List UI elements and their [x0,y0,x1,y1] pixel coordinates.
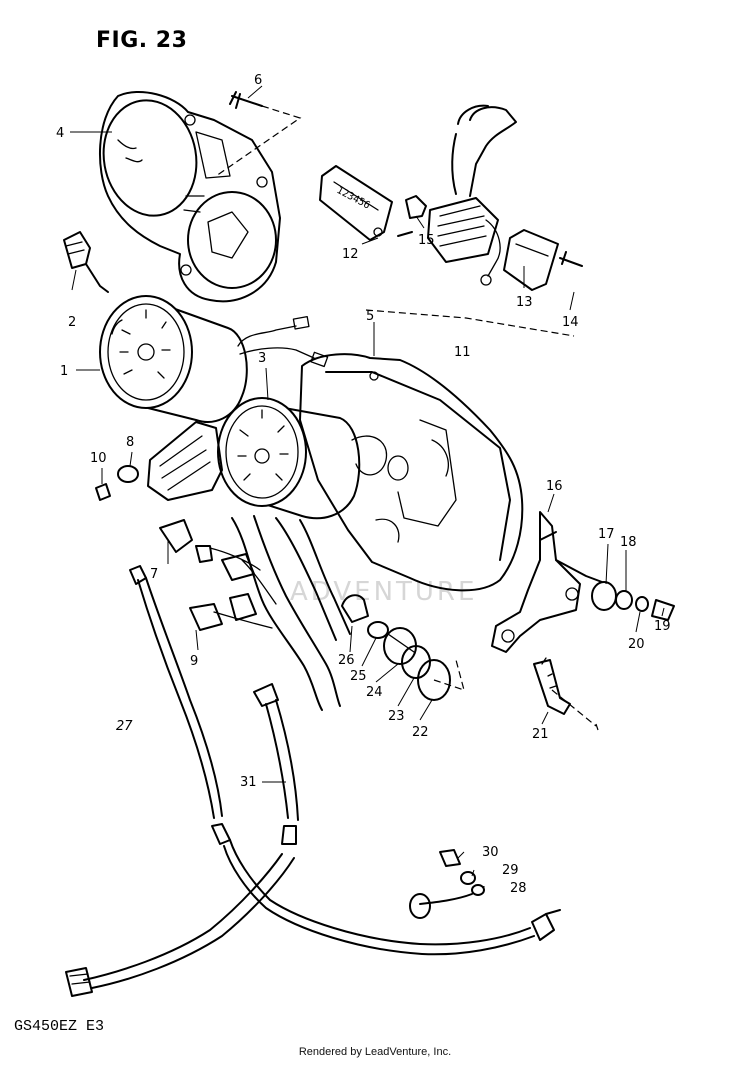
callout-17: 17 [598,527,615,542]
callout-14: 14 [562,315,579,330]
callout-11: 11 [454,345,471,360]
callout-6: 6 [254,73,262,88]
bracket-part [491,511,675,731]
callout-21: 21 [532,727,549,742]
callout-19: 19 [654,619,671,634]
callout-13: 13 [516,295,533,310]
callout-5: 5 [366,309,374,324]
callout-12: 12 [342,247,359,262]
callout-30: 30 [482,845,499,860]
callout-10: 10 [90,451,107,466]
callout-23: 23 [388,709,405,724]
callout-20: 20 [628,637,645,652]
callout-labels: 4 2 1 3 5 6 7 8 9 10 11 12 13 14 15 16 1… [56,73,671,896]
speedometer-cable-part [129,565,561,956]
svg-text:123456: 123456 [335,185,372,212]
callout-15: 15 [418,233,435,248]
figure-title: FIG. 23 [96,28,188,53]
callout-1: 1 [60,364,68,379]
bulb-sockets [95,421,257,631]
callout-4: 4 [56,126,64,141]
bolt-washer-part [409,849,485,919]
indicator-assembly-part: 123456 [319,104,583,337]
callout-24: 24 [366,685,383,700]
reset-knob-part [63,231,109,293]
callout-27: 27 [116,719,133,734]
speedometer-part [99,295,248,423]
wire-harness-top [237,316,329,368]
callout-7: 7 [150,567,158,582]
callout-18: 18 [620,535,637,550]
rear-case-part [299,353,524,592]
tachometer-part [217,397,361,520]
callout-28: 28 [510,881,527,896]
watermark: ADVENTURE [290,577,477,607]
cover-screw-part [215,91,302,177]
callout-22: 22 [412,725,429,740]
callout-3: 3 [258,351,266,366]
grommet-stack [341,594,465,701]
wire-harness-lower [209,515,351,711]
instrument-cover-part [99,91,281,303]
callout-9: 9 [190,654,198,669]
callout-29: 29 [502,863,519,878]
callout-25: 25 [350,669,367,684]
tachometer-cable-part [65,683,299,997]
leader-lines [70,85,665,890]
callout-16: 16 [546,479,563,494]
callout-31: 31 [240,775,257,790]
callout-8: 8 [126,435,134,450]
model-code: GS450EZ E3 [14,1018,105,1035]
render-credit: Rendered by LeadVenture, Inc. [298,1046,452,1058]
callout-2: 2 [68,315,76,330]
callout-26: 26 [338,653,355,668]
